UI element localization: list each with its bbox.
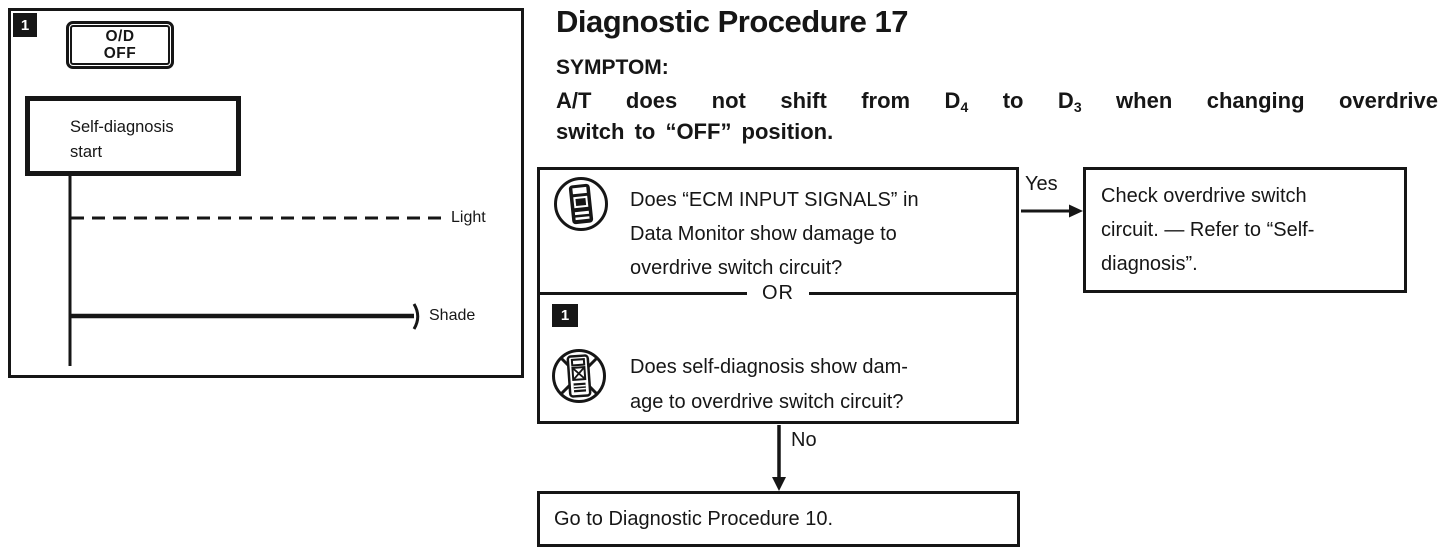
consult-question-line1: Does “ECM INPUT SIGNALS” in bbox=[630, 189, 919, 211]
page-title: Diagnostic Procedure 17 bbox=[556, 4, 909, 39]
flowchart-question-box: Does “ECM INPUT SIGNALS” in Data Monitor… bbox=[537, 167, 1019, 424]
consult-question-text: Does “ECM INPUT SIGNALS” in Data Monitor… bbox=[630, 183, 919, 285]
or-divider: OR bbox=[540, 279, 1016, 307]
consult-tester-icon-svg bbox=[554, 177, 608, 231]
shade-label: Shade bbox=[429, 307, 476, 324]
goto-procedure-text: Go to Diagnostic Procedure 10. bbox=[554, 507, 834, 530]
self-diagnosis-question-line2: age to overdrive switch circuit? bbox=[630, 391, 904, 413]
consult-question-line2: Data Monitor show damage to bbox=[630, 223, 897, 245]
no-branch-label: No bbox=[791, 429, 817, 451]
symptom-label: SYMPTOM: bbox=[556, 56, 669, 79]
od-off-indicator-label: O/D OFF bbox=[70, 25, 170, 65]
check-overdrive-line2: circuit. — Refer to “Self- bbox=[1101, 219, 1315, 241]
without-consult-tester-icon-svg bbox=[552, 349, 606, 403]
no-arrow-head bbox=[772, 477, 786, 491]
goto-procedure-box: Go to Diagnostic Procedure 10. bbox=[537, 491, 1020, 547]
consult-question-line3: overdrive switch circuit? bbox=[630, 257, 843, 279]
symptom-part: when changing overdrive bbox=[1081, 88, 1439, 113]
od-off-line2: OFF bbox=[103, 45, 137, 62]
symptom-text-line1: A/T does not shift from D4 to D3 when ch… bbox=[556, 88, 1438, 120]
self-diagnosis-question-line1: Does self-diagnosis show dam- bbox=[630, 356, 908, 378]
symptom-part: A/T does not shift from D bbox=[556, 88, 961, 113]
od-off-indicator-lamp: O/D OFF bbox=[66, 21, 174, 69]
light-label: Light bbox=[451, 209, 486, 226]
yes-arrow-head bbox=[1069, 204, 1083, 218]
subscript-4: 4 bbox=[960, 99, 969, 115]
check-overdrive-box: Check overdrive switch circuit. — Refer … bbox=[1083, 167, 1407, 293]
consult-tester-icon bbox=[552, 175, 610, 233]
figure-step-badge: 1 bbox=[13, 13, 37, 37]
self-diagnosis-start-box: Self-diagnosis start bbox=[25, 96, 241, 176]
or-divider-line-right bbox=[809, 291, 1016, 295]
symptom-text-line2: switch to “OFF” position. bbox=[556, 119, 834, 144]
or-label: OR bbox=[762, 281, 794, 304]
symptom-part: to D bbox=[968, 88, 1074, 113]
question-step-badge: 1 bbox=[552, 304, 578, 327]
check-overdrive-line3: diagnosis”. bbox=[1101, 253, 1198, 275]
od-indicator-figure: 1 O/D OFF Self-diagnosis start Light Sha… bbox=[8, 8, 524, 378]
yes-branch-label: Yes bbox=[1025, 173, 1058, 195]
or-divider-line-left bbox=[540, 291, 747, 295]
self-diagnosis-question-text: Does self-diagnosis show dam- age to ove… bbox=[630, 350, 908, 420]
self-diagnosis-line2: start bbox=[70, 143, 103, 161]
od-off-line1: O/D bbox=[105, 28, 135, 45]
check-overdrive-line1: Check overdrive switch bbox=[1101, 185, 1307, 207]
without-consult-tester-icon bbox=[550, 347, 608, 405]
self-diagnosis-line1: Self-diagnosis bbox=[70, 118, 174, 136]
subscript-3: 3 bbox=[1073, 99, 1082, 115]
